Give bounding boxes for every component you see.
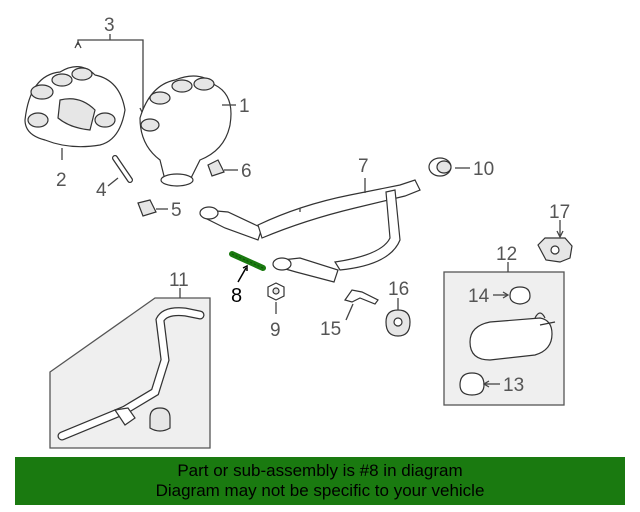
gasket-part-6	[207, 159, 225, 177]
callout-8-leader	[237, 267, 247, 283]
callout-15: 15	[320, 319, 341, 340]
callout-15-leader	[345, 303, 354, 321]
info-banner: Part or sub-assembly is #8 in diagram Di…	[15, 457, 625, 505]
y-pipe-assembly	[199, 179, 421, 283]
callout-10: 10	[473, 159, 494, 180]
callout-11: 11	[169, 270, 189, 291]
callout-6: 6	[241, 161, 252, 182]
callout-5: 5	[171, 200, 182, 221]
hanger-part-16	[385, 309, 411, 337]
stud-part-4	[112, 155, 133, 183]
callout-2: 2	[56, 170, 67, 191]
callout-13: 13	[503, 375, 524, 396]
tailpipe-group-box	[49, 297, 211, 449]
bracket-part-15	[344, 289, 379, 305]
flange-part-10	[428, 157, 452, 177]
callout-16: 16	[388, 279, 409, 300]
callout-8: 8	[231, 285, 242, 307]
muffler-group-box	[443, 271, 565, 406]
callout-1: 1	[239, 96, 250, 117]
left-exhaust-manifold	[24, 66, 126, 148]
callout-9: 9	[270, 320, 281, 341]
callout-3: 3	[104, 15, 115, 36]
banner-line-1: Part or sub-assembly is #8 in diagram	[177, 461, 463, 480]
callout-4-leader	[107, 177, 119, 187]
exhaust-diagram: 3 2 1 4 5 6	[24, 15, 573, 449]
callout-14: 14	[468, 286, 490, 307]
hanger-part-17	[537, 237, 573, 263]
callout-7: 7	[358, 156, 369, 177]
gasket-part-5	[137, 199, 157, 217]
callout-12: 12	[496, 244, 517, 265]
callout-17: 17	[549, 202, 570, 223]
banner-line-2: Diagram may not be specific to your vehi…	[155, 481, 485, 500]
callout-4: 4	[96, 180, 107, 201]
right-exhaust-manifold	[139, 75, 232, 187]
nut-part-9	[267, 282, 285, 301]
